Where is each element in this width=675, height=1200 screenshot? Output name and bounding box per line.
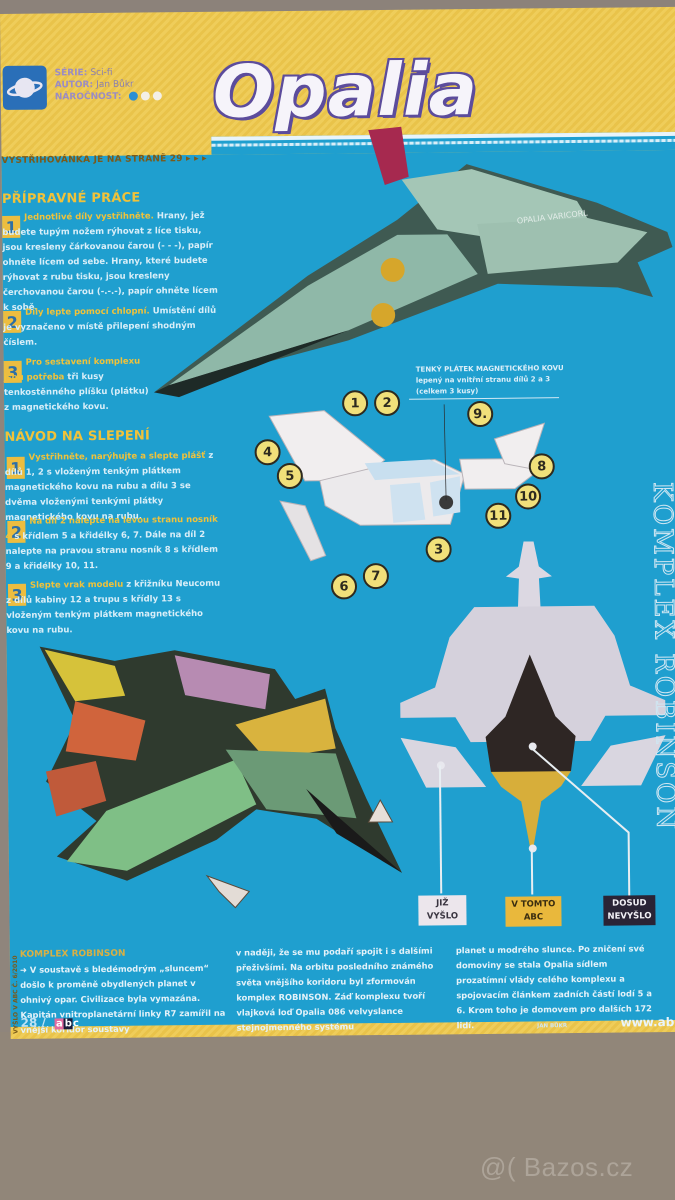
part-callout-10: 10: [514, 483, 542, 510]
step-highlight: Jednotlivé díly vystřihněte.: [24, 211, 154, 223]
series-label: SÉRIE:: [54, 68, 88, 79]
page-number-text: 28 /: [20, 1015, 46, 1030]
page-title: Opalia: [210, 45, 480, 136]
legend-text: VYŠLO: [426, 911, 459, 922]
series-value: Sci-fi: [90, 67, 113, 79]
part-callout-5: 5: [276, 462, 303, 490]
author-label: AUTOR:: [54, 80, 94, 91]
legend-badge: V TOMTO ABC: [505, 896, 562, 927]
opalia-ship-illustration: OPALIA VARICORL: [153, 126, 673, 398]
part-callout-8: 8: [528, 453, 555, 480]
difficulty-dot-empty: [140, 91, 150, 101]
legend-badge: DOSUD NEVYŠLO: [603, 895, 656, 926]
legend-leader-line: [529, 745, 631, 898]
assembly-diagram: [268, 403, 546, 562]
assembly-heading: NÁVOD NA SLEPENÍ: [4, 428, 151, 445]
part-callout-11: 11: [485, 502, 512, 529]
part-callout-4: 4: [254, 439, 281, 466]
legend-text: V TOMTO: [511, 899, 556, 910]
magnet-note-line: (celkem 3 kusy): [415, 387, 479, 396]
series-badge: [2, 65, 48, 110]
difficulty-dot-empty: [152, 91, 162, 101]
side-issue-note: VYŠLO V ABC Č. 6/2010: [11, 955, 20, 1034]
magnet-note-line: lepený na vnitřní stranu dílů 2 a 3: [415, 375, 551, 385]
assembly-step-2: Na díl 2 nalepte na levou stranu nosník …: [5, 513, 221, 575]
author-signature: JAN BŮKR: [537, 1023, 568, 1030]
small-ship-icon: [205, 874, 251, 909]
legend-text: DOSUD: [612, 898, 647, 909]
website-url[interactable]: www.abick: [620, 1014, 675, 1030]
magnet-plate-note: TENKÝ PLÁTEK MAGNETICKÉHO KOVU lepený na…: [416, 363, 564, 398]
step-highlight: Slepte vrak modelu: [29, 579, 124, 591]
legend-text: JIŽ: [436, 898, 449, 909]
part-callout-7: 7: [362, 562, 390, 590]
planet-icon: [6, 77, 43, 98]
assembly-step-3: Slepte vrak modelu z křižníku Neucomu z …: [6, 577, 222, 639]
legend-text: NEVYŠLO: [607, 911, 652, 922]
photo-background-table: [0, 1032, 675, 1200]
legend-already-published: JIŽ VYŠLO: [414, 893, 470, 928]
author-value: Jan Bůkr: [96, 79, 134, 90]
prep-step-3: Pro sestavení komplexu jsou potřeba tři …: [4, 354, 150, 416]
part-callout-1: 1: [341, 390, 369, 417]
small-ship-icon: [367, 799, 394, 823]
series-meta: SÉRIE: Sci-fi AUTOR: Jan Bůkr NÁROČNOST:: [55, 66, 162, 103]
legend-text: ABC: [523, 912, 544, 923]
bazos-watermark: @( Bazos.cz: [480, 1152, 634, 1182]
difficulty-dots: [128, 91, 162, 101]
difficulty-dot-filled: [128, 91, 138, 101]
preparation-heading: PŘÍPRAVNÉ PRÁCE: [1, 190, 141, 207]
legend-badge: JIŽ VYŠLO: [418, 895, 467, 926]
robinson-complex-illustration: [39, 646, 403, 881]
vertical-title-decoration: KOMPLEX ROBINSON: [646, 481, 675, 833]
legend-this-issue: V TOMTO ABC: [501, 894, 565, 929]
part-callout-9: 9.: [467, 400, 494, 428]
article-column-2: v naději, že se mu podaří spojit i s dal…: [235, 945, 434, 1033]
step-highlight: Vystřihněte, narýhujte a slepte plášť: [28, 450, 206, 463]
complex-top-view: [400, 541, 666, 857]
part-callout-2: 2: [373, 389, 401, 417]
difficulty-label: NÁROČNOST:: [54, 91, 122, 103]
magazine-page: SÉRIE: Sci-fi AUTOR: Jan Bůkr NÁROČNOST:…: [0, 6, 675, 1039]
step-text: s křídlem 5 a křidélky 6, 7. Dále na díl…: [5, 529, 219, 572]
step-highlight: Díly lepte pomocí chlopní.: [25, 306, 150, 318]
part-callout-6: 6: [330, 573, 358, 600]
